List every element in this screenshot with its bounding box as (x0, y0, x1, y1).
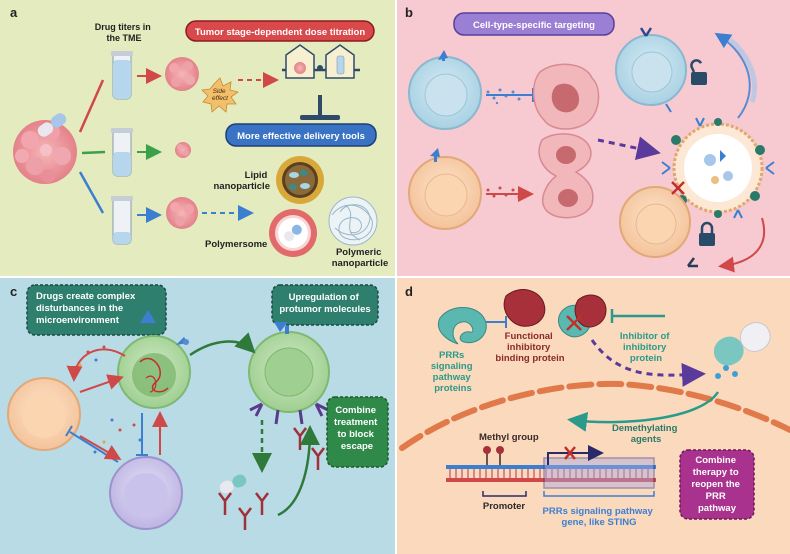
box-combine-therapy-text: Combine therapy to reopen the PRR pathwa… (691, 455, 742, 514)
drug-titers-label: Drug titers in the TME (95, 22, 154, 43)
arrow-red-curve-left (66, 348, 126, 382)
inhibitory-protein-icon (503, 289, 546, 327)
tumor-medium (166, 197, 198, 229)
tumor-large (165, 57, 199, 91)
banner-dose-titration: Tumor stage-dependent dose titration (185, 20, 375, 42)
arrow-green-up (277, 425, 320, 517)
polymersome-label: Polymersome (205, 239, 267, 250)
box-upregulation-text: Upregulation of protumor molecules (279, 292, 370, 315)
panel-c-label: c (10, 284, 17, 299)
drug-particles (715, 365, 738, 379)
polymeric-nanoparticle-icon (328, 196, 378, 246)
promoter-label: Promoter (483, 501, 526, 512)
banner-delivery-tools-text: More effective delivery tools (237, 131, 365, 142)
immune-cell-peach-c (7, 377, 81, 451)
banner-cell-targeting: Cell-type-specific targeting (453, 12, 615, 36)
dots-blue (486, 88, 521, 105)
test-tube-medium (111, 128, 133, 177)
blocked-x-icon (671, 181, 685, 195)
arrow-green-curve (189, 332, 256, 357)
immune-cell-peach (408, 148, 482, 230)
panel-a-label: a (10, 5, 18, 20)
panel-b: b Cell-type-specific targeting (405, 5, 775, 273)
transcription-arrow (547, 445, 604, 465)
tumor-cell-upregulated (248, 322, 330, 425)
tumor-cell-damaged (532, 63, 600, 130)
box-upregulation: Upregulation of protumor molecules (271, 284, 379, 326)
arrow-green (81, 150, 106, 155)
test-tube-low (111, 196, 133, 245)
polymersome-icon (269, 209, 317, 257)
arrow-curve-down (718, 217, 766, 273)
prr-protein-icon (438, 307, 487, 345)
unlock-icon (690, 59, 707, 85)
panel-a: a (10, 5, 388, 269)
drug-pill-icon (37, 113, 67, 137)
arrow-curve-up (714, 32, 751, 119)
cell-membrane (399, 380, 790, 451)
target-cell-blue (615, 27, 687, 113)
tumor-small (175, 142, 191, 158)
test-tube-high (111, 51, 133, 100)
inhibited-complex-icon (557, 294, 607, 338)
arrow-blue (78, 171, 105, 214)
demethylating-label: Demethylating agents (612, 423, 680, 445)
tumor-cell-green (117, 335, 191, 409)
off-target-cell-peach (619, 186, 698, 268)
side-effect-burst: Side effect (201, 77, 239, 113)
box-complex-disturbances-text: Drugs create complex disturbances in the… (36, 291, 138, 326)
dna-strand (446, 465, 656, 482)
arrow-purple (597, 136, 661, 161)
lipid-nanoparticle-label: Lipid nanoparticle (214, 170, 271, 192)
banner-delivery-tools: More effective delivery tools (225, 123, 377, 147)
tumor-cell-dividing (538, 133, 594, 219)
banner-dose-titration-text: Tumor stage-dependent dose titration (195, 27, 366, 38)
immune-cell-blue (408, 50, 482, 130)
gene-label: PRRs signaling pathway gene, like STING (543, 506, 656, 528)
blocked-transcription-x (564, 446, 576, 460)
polymeric-nanoparticle-label: Polymeric nanoparticle (332, 247, 389, 269)
lipid-nanoparticle-icon (276, 156, 324, 204)
arrow-red (78, 79, 105, 133)
panel-c: c Drugs create complex disturbances in t… (7, 284, 389, 530)
drug-capsule-icon (713, 321, 771, 366)
scatter-dots-c (78, 345, 162, 454)
lock-icon (699, 221, 715, 246)
side-effect-label: Side effect (212, 88, 229, 102)
promoter-bracket (482, 491, 527, 497)
balance-scale-icon (282, 44, 360, 120)
drug-pill-icon-c (219, 474, 247, 494)
arrow-demethylating (567, 391, 720, 432)
immune-cell-violet (109, 456, 183, 530)
gene-bracket (543, 491, 655, 497)
gene-region-box (543, 457, 655, 489)
box-combine-treatment: Combine treatment to block escape (326, 396, 389, 468)
panel-d: d PRRs signaling pathway proteins Functi… (399, 284, 790, 528)
box-combine-therapy: Combine therapy to reopen the PRR pathwa… (679, 449, 755, 520)
box-combine-treatment-text: Combine treatment to block escape (334, 405, 380, 452)
banner-cell-targeting-text: Cell-type-specific targeting (473, 20, 595, 31)
methyl-group-label: Methyl group (479, 432, 539, 443)
arrow-purple-d (590, 339, 706, 387)
inhibitor-label: Inhibitor of inhibitory protein (620, 331, 672, 364)
methyl-group-icons (483, 446, 504, 465)
panel-d-label: d (405, 284, 413, 299)
box-complex-disturbances: Drugs create complex disturbances in the… (26, 284, 167, 336)
prr-proteins-label: PRRs signaling pathway proteins (431, 350, 475, 394)
panel-b-label: b (405, 5, 413, 20)
tumor-mass (13, 120, 77, 184)
functional-inhibitory-label: Functional inhibitory binding protein (495, 331, 564, 364)
